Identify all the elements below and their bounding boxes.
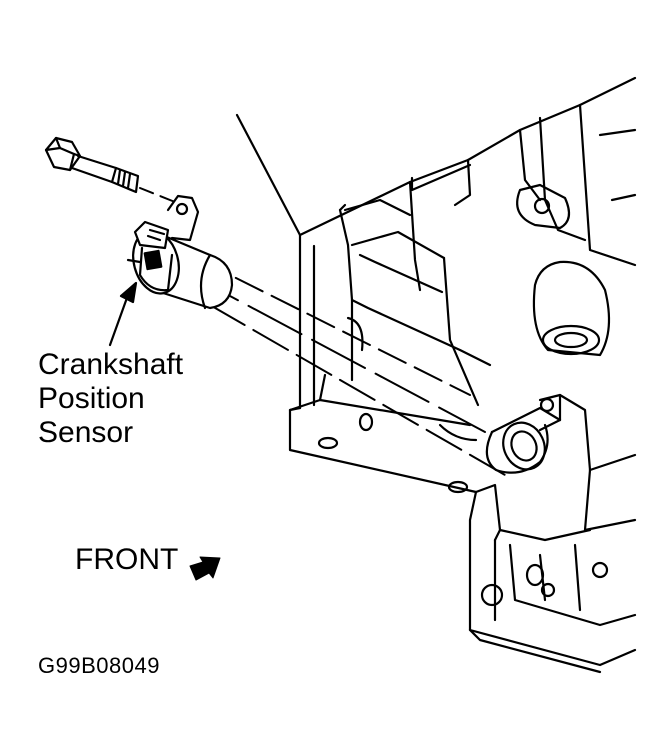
- figure-id: G99B08049: [38, 653, 160, 678]
- callout-line-2: Position: [38, 382, 145, 415]
- engine-block: [235, 76, 637, 674]
- crankshaft-position-sensor: [126, 194, 234, 310]
- callout-line-1: Crankshaft: [38, 348, 184, 381]
- callout-line-3: Sensor: [38, 416, 134, 449]
- alignment-lines: [139, 187, 506, 476]
- sensor-callout-label: Crankshaft Position Sensor: [38, 348, 183, 450]
- front-orientation-label: FRONT: [75, 543, 179, 576]
- mounting-bolt: [44, 136, 140, 194]
- callout-leader: [108, 281, 138, 347]
- front-direction-arrow-icon: [189, 556, 221, 581]
